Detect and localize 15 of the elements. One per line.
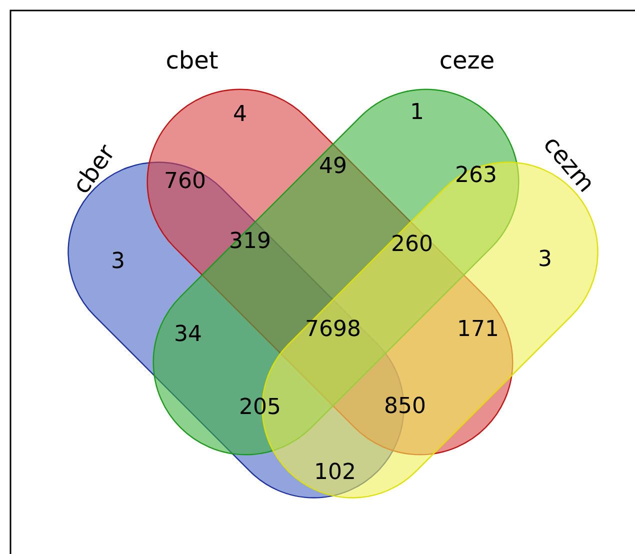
region-count: 102 bbox=[314, 462, 356, 484]
set-label: cbet bbox=[166, 46, 218, 75]
region-count: 260 bbox=[391, 234, 433, 256]
region-count: 34 bbox=[174, 324, 202, 346]
region-count: 171 bbox=[457, 319, 499, 341]
region-count: 263 bbox=[455, 165, 497, 187]
region-count: 850 bbox=[384, 396, 426, 418]
region-count: 4 bbox=[233, 104, 247, 126]
region-count: 3 bbox=[111, 251, 125, 273]
region-count: 3 bbox=[538, 249, 552, 271]
region-count: 1 bbox=[410, 102, 424, 124]
region-count: 760 bbox=[164, 171, 206, 193]
region-count: 7698 bbox=[305, 319, 361, 341]
region-count: 49 bbox=[319, 156, 347, 178]
set-label: ceze bbox=[439, 46, 495, 75]
